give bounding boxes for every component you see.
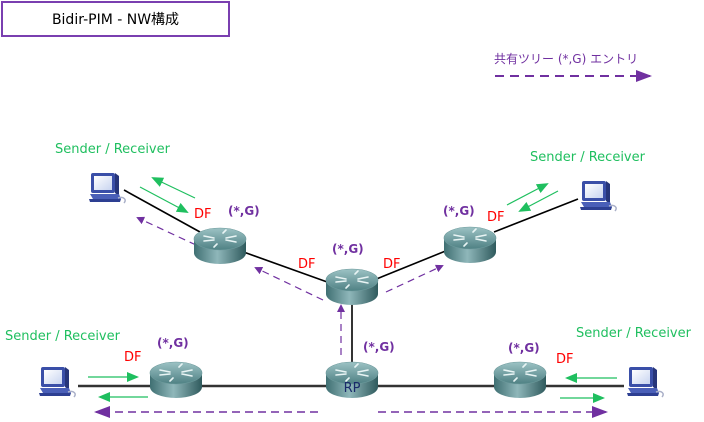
host-lower-right[interactable] (626, 366, 664, 398)
link-center-urrouter (373, 249, 449, 281)
df-label: DF (383, 257, 401, 272)
rp-label: RP (344, 381, 361, 396)
group-entry-label: (*,G) (157, 336, 189, 350)
links (78, 189, 624, 388)
legend-label: 共有ツリー (*,G) エントリ (494, 52, 639, 66)
host-upper-right[interactable] (579, 180, 617, 212)
host-label: Sender / Receiver (5, 329, 120, 344)
df-label: DF (194, 207, 212, 222)
host-upper-left[interactable] (88, 172, 126, 204)
traffic-arrow (151, 177, 196, 199)
router-upper-left[interactable] (193, 227, 247, 265)
diagram-title: Bidir-PIM - NW構成 (1, 1, 230, 37)
link-ulrouter-center (237, 249, 331, 284)
group-entry-label: (*,G) (443, 204, 475, 218)
link-urrouter-urhost (493, 198, 579, 233)
router-lower-left[interactable] (149, 361, 203, 399)
traffic-arrows (88, 177, 617, 403)
df-label: DF (124, 350, 142, 365)
host-label: Sender / Receiver (530, 150, 645, 165)
host-label: Sender / Receiver (576, 326, 691, 341)
traffic-arrow (506, 183, 549, 206)
group-entry-label: (*,G) (363, 340, 395, 354)
host-label: Sender / Receiver (55, 142, 170, 157)
df-label: DF (556, 352, 574, 367)
link-ulhost-ulrouter (123, 189, 201, 233)
group-entry-label: (*,G) (508, 341, 540, 355)
traffic-arrow (139, 186, 189, 213)
shared-tree-arrow (254, 266, 324, 301)
group-entry-label: (*,G) (332, 242, 364, 256)
host-lower-left[interactable] (38, 366, 76, 398)
shared-tree-arrows (94, 216, 608, 418)
df-label: DF (298, 257, 316, 272)
router-lower-right[interactable] (493, 361, 547, 399)
traffic-arrow (518, 190, 559, 212)
shared-tree-arrow (136, 216, 197, 246)
shared-tree-arrow (385, 264, 444, 293)
router-upper-right[interactable] (443, 226, 497, 264)
group-entry-label: (*,G) (228, 204, 260, 218)
router-center[interactable] (325, 268, 379, 306)
df-label: DF (487, 210, 505, 225)
